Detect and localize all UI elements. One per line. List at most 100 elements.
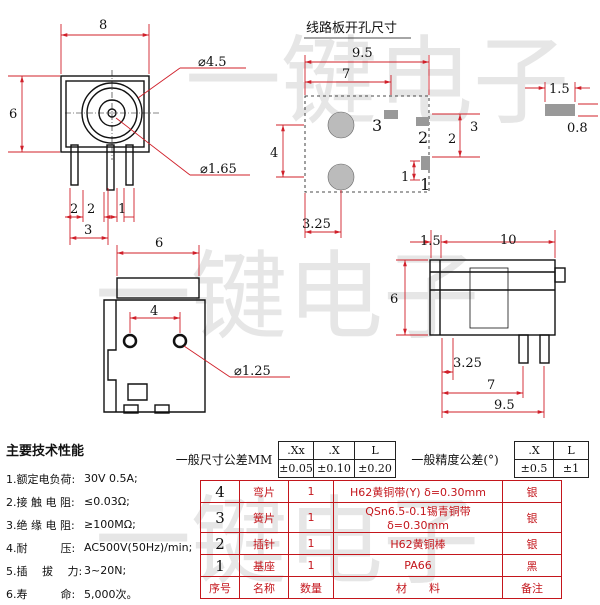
part-qty: 1	[288, 502, 334, 533]
pcb-slot-1	[421, 156, 430, 170]
front-body	[60, 75, 150, 153]
spec-key: 5.插 拔 力:	[6, 564, 83, 578]
dim-pin-diameter: ⌀1.65	[200, 162, 237, 177]
dim-pad-thick: 0.8	[567, 121, 588, 136]
part-note: 银	[502, 532, 562, 555]
dim-outer-diameter: ⌀4.5	[198, 55, 227, 70]
header-cell: 序号	[200, 576, 240, 599]
part-name: 基座	[239, 554, 289, 577]
table-row: 2 插针 1 H62黄铜棒 银	[200, 532, 562, 555]
top-hole-right	[172, 333, 188, 349]
dim-top-hole-pitch: 4	[150, 304, 158, 319]
spec-row: 1.额定电负荷:30V 0.5A;	[6, 467, 206, 490]
front-pin-mid	[106, 144, 115, 191]
tol-col: .Xx	[278, 441, 314, 460]
table-row: 4 弯片 1 H62黄铜带(Y) δ=0.30mm 银	[200, 480, 562, 503]
pcb-outline	[304, 95, 430, 193]
side-pin-1	[518, 334, 529, 364]
pcb-hole-large-2	[327, 163, 355, 191]
pcb-mark-1: 1	[401, 170, 409, 185]
dim-front-height: 6	[9, 107, 17, 122]
dim-pcb-pitch: 7	[342, 67, 350, 82]
table-row: 3 簧片 1 QSn6.5-0.1锡青铜带 δ=0.30mm 银	[200, 502, 562, 533]
top-tab-2	[154, 404, 170, 414]
dim-pcb-pad-pitch: 2	[448, 132, 456, 147]
table-header-row: 序号 名称 数量 材 料 备注	[200, 576, 562, 599]
spec-row: 2.接 触 电 阻:≤0.03Ω;	[6, 490, 206, 513]
header-cell: 材 料	[333, 576, 503, 599]
top-cap	[116, 277, 200, 299]
dim-pad-width: 1.5	[549, 82, 570, 97]
part-qty: 1	[288, 532, 334, 555]
pcb-slot-3	[384, 110, 398, 119]
table-row: 1 基座 1 PA66 黑	[200, 554, 562, 577]
part-no: 2	[200, 532, 240, 555]
spec-value: 3~20N;	[84, 564, 127, 577]
tolerance-table: 一般尺寸公差MM .Xx .X L 一般精度公差(°) .X L ±0.05 ±…	[170, 441, 589, 478]
top-hole-left	[122, 333, 138, 349]
part-no: 1	[200, 554, 240, 577]
pcb-layout: 线路板开孔尺寸 3 2 1 9.5 7 4 3.25 3 2	[270, 20, 598, 238]
part-material: H62黄铜带(Y) δ=0.30mm	[333, 480, 503, 503]
part-name: 簧片	[239, 502, 289, 533]
spec-row: 5.插 拔 力:3~20N;	[6, 559, 206, 582]
tol-val: ±0.20	[354, 459, 396, 478]
spec-row: 3.绝 缘 电 阻:≥100MΩ;	[6, 513, 206, 536]
spec-list: 主要技术性能 1.额定电负荷:30V 0.5A; 2.接 触 电 阻:≤0.03…	[6, 440, 206, 605]
spec-key: 3.绝 缘 电 阻:	[6, 518, 75, 532]
tol-col: .X	[313, 441, 355, 460]
top-view: 6 4 ⌀1.25	[103, 236, 290, 414]
dim-side-length: 10	[500, 233, 517, 248]
pcb-label-1: 1	[420, 175, 430, 194]
pcb-label-3: 3	[372, 116, 382, 135]
top-notch	[127, 383, 148, 401]
top-body-step	[107, 300, 117, 412]
dim-pcb-offset-right: 3	[470, 120, 478, 135]
pad-detail	[545, 104, 575, 116]
tol-angle-col: L	[553, 441, 589, 460]
front-pin-right	[125, 144, 134, 186]
header-cell: 名称	[239, 576, 289, 599]
dim-top-hole-diameter: ⌀1.25	[234, 364, 271, 379]
tol-val: ±0.10	[313, 459, 355, 478]
part-note: 银	[502, 480, 562, 503]
part-material: QSn6.5-0.1锡青铜带 δ=0.30mm	[333, 502, 503, 533]
tol-angle-val: ±1	[553, 459, 589, 478]
part-note: 银	[502, 502, 562, 533]
pcb-label-2: 2	[418, 128, 428, 147]
side-view: 10 1.5 6 3.25 7 9.5	[390, 230, 566, 418]
dim-bottom-span: 3	[84, 223, 92, 238]
part-note: 黑	[502, 554, 562, 577]
parts-table: 4 弯片 1 H62黄铜带(Y) δ=0.30mm 银 3 簧片 1 QSn6.…	[200, 480, 562, 599]
pcb-hole-large	[327, 111, 355, 139]
spec-key: 2.接 触 电 阻:	[6, 495, 75, 509]
spec-row: 4.耐 压:AC500V(50Hz)/min;	[6, 536, 206, 559]
tol-col: L	[354, 441, 396, 460]
front-body-inner	[65, 80, 145, 148]
dim-front-width: 8	[99, 18, 107, 33]
tol-val: ±0.05	[278, 459, 314, 478]
part-material: H62黄铜棒	[333, 532, 503, 555]
side-body-lines	[430, 260, 555, 335]
header-cell: 备注	[502, 576, 562, 599]
dim-side-front-offset: 1.5	[420, 234, 441, 249]
dim-pcb-vertical: 4	[270, 146, 278, 161]
tol-angle-col: .X	[514, 441, 554, 460]
front-pin-left	[70, 144, 79, 186]
dim-side-height: 6	[390, 292, 398, 307]
dim-side-pin-c: 9.5	[494, 398, 515, 413]
part-name: 插针	[239, 532, 289, 555]
header-cell: 数量	[288, 576, 334, 599]
top-tab-1	[123, 404, 139, 414]
spec-row: 6.寿 命: 5,000次。	[6, 582, 206, 605]
top-body	[103, 299, 206, 413]
side-pin-2	[539, 334, 550, 364]
dim-bottom-pitch-b: 2	[87, 202, 95, 217]
spec-value: 5,000次。	[84, 587, 138, 601]
dim-bottom-pitch: 2	[70, 202, 78, 217]
part-no: 3	[200, 502, 240, 533]
label-pin-1: 1	[118, 202, 126, 217]
dim-side-pin-b: 7	[487, 378, 495, 393]
part-name: 弯片	[239, 480, 289, 503]
spec-key: 6.寿 命:	[6, 587, 76, 601]
